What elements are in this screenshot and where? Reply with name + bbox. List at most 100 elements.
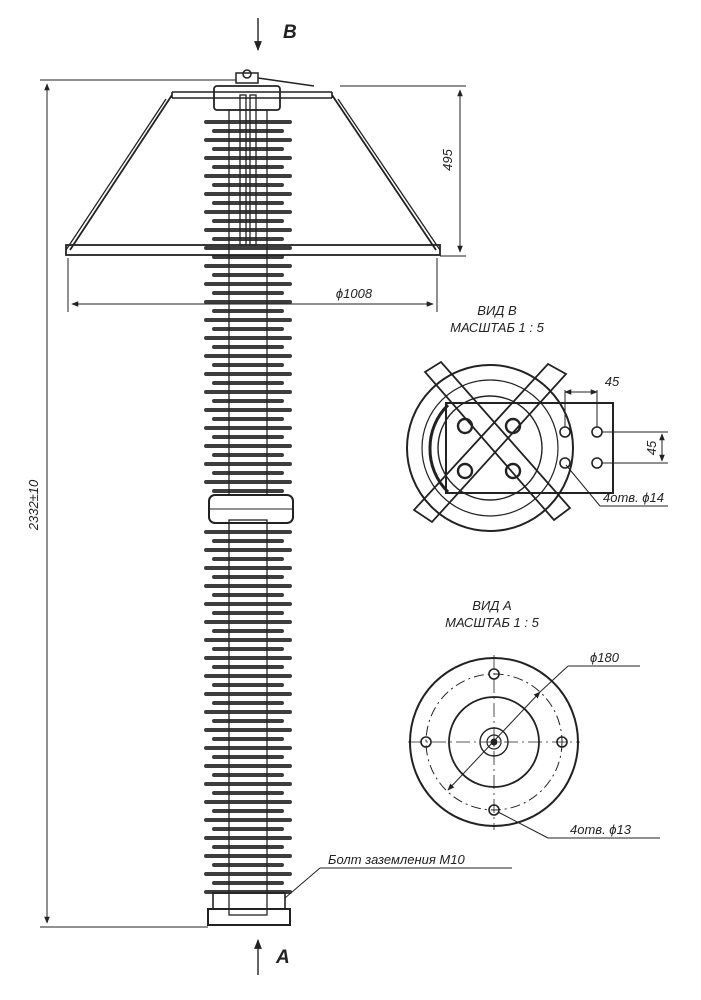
insulator-shed [212, 453, 284, 457]
ring-height-dimension: 495 [440, 148, 455, 170]
insulator-shed [204, 728, 292, 732]
insulator-shed [204, 174, 292, 178]
view-a: ВИД А МАСШТАБ 1 : 5 ϕ180 4отв. ϕ13 [408, 598, 660, 839]
insulator-shed [212, 435, 284, 439]
view-b-title: ВИД В [477, 303, 517, 318]
insulator-shed [212, 345, 284, 349]
insulator-shed [212, 755, 284, 759]
insulator-shed [212, 471, 284, 475]
insulator-shed [204, 426, 292, 430]
insulator-shed [212, 183, 284, 187]
insulator-shed [212, 291, 284, 295]
insulator-shed [212, 381, 284, 385]
insulator-shed [204, 746, 292, 750]
insulator-shed [204, 480, 292, 484]
insulator-shed [212, 489, 284, 493]
view-b-dim-h: 45 [605, 374, 620, 389]
insulator-shed [212, 773, 284, 777]
insulator-shed [212, 219, 284, 223]
insulator-shed [212, 363, 284, 367]
insulator-shed [204, 548, 292, 552]
height-dimension: 2332±10 [26, 479, 41, 531]
insulator-shed [212, 881, 284, 885]
insulator-shed [204, 602, 292, 606]
insulator-shed [204, 390, 292, 394]
insulator-shed [212, 129, 284, 133]
insulator-shed [212, 309, 284, 313]
insulator-shed [204, 192, 292, 196]
insulator-shed [204, 444, 292, 448]
insulator-shed [204, 120, 292, 124]
insulator-shed [212, 647, 284, 651]
arrester-side-view: B A 2332±10 495 ϕ1008 Болт заземления М1… [26, 18, 512, 975]
insulator-shed [204, 638, 292, 642]
insulator-shed [212, 557, 284, 561]
insulator-shed [204, 710, 292, 714]
insulator-sheds [204, 120, 292, 894]
view-b-scale: МАСШТАБ 1 : 5 [450, 320, 544, 335]
insulator-shed [204, 354, 292, 358]
insulator-shed [212, 255, 284, 259]
grading-ring [65, 91, 441, 256]
insulator-shed [204, 318, 292, 322]
insulator-shed [204, 836, 292, 840]
insulator-shed [204, 210, 292, 214]
insulator-shed [204, 228, 292, 232]
insulator-shed [204, 872, 292, 876]
mounting-plate [445, 402, 614, 494]
view-a-letter: A [275, 947, 290, 968]
insulator-shed [212, 845, 284, 849]
insulator-shed [212, 629, 284, 633]
insulator-shed [212, 147, 284, 151]
insulator-shed [212, 593, 284, 597]
insulator-shed [204, 300, 292, 304]
view-a-title: ВИД А [472, 598, 511, 613]
insulator-shed [204, 372, 292, 376]
insulator-shed [212, 201, 284, 205]
view-b-dim-v: 45 [644, 440, 659, 455]
insulator-shed [212, 417, 284, 421]
insulator-shed [204, 620, 292, 624]
insulator-shed [212, 665, 284, 669]
insulator-shed [204, 156, 292, 160]
insulator-shed [212, 327, 284, 331]
insulator-shed [204, 656, 292, 660]
insulator-shed [204, 854, 292, 858]
insulator-shed [204, 462, 292, 466]
insulator-shed [204, 408, 292, 412]
view-a-holes-label: 4отв. ϕ13 [570, 822, 632, 837]
insulator-shed [212, 719, 284, 723]
view-a-scale: МАСШТАБ 1 : 5 [445, 615, 539, 630]
insulator-shed [212, 863, 284, 867]
insulator-shed [212, 827, 284, 831]
insulator-shed [204, 336, 292, 340]
insulator-shed [204, 800, 292, 804]
insulator-shed [204, 818, 292, 822]
view-b: ВИД В МАСШТАБ 1 : 5 45 [406, 303, 668, 532]
insulator-shed [204, 692, 292, 696]
insulator-shed [212, 809, 284, 813]
insulator-shed [212, 539, 284, 543]
insulator-shed [212, 683, 284, 687]
insulator-shed [212, 737, 284, 741]
insulator-shed [204, 782, 292, 786]
view-a-diameter-label: ϕ180 [590, 650, 620, 665]
insulator-shed [204, 138, 292, 142]
insulator-shed [204, 674, 292, 678]
insulator-shed [204, 282, 292, 286]
ring-diameter-dimension: ϕ1008 [336, 286, 373, 301]
insulator-shed [212, 575, 284, 579]
insulator-shed [212, 273, 284, 277]
insulator-shed [204, 584, 292, 588]
insulator-shed [204, 264, 292, 268]
insulator-shed [212, 237, 284, 241]
insulator-shed [204, 566, 292, 570]
insulator-shed [204, 530, 292, 534]
view-b-letter: B [283, 22, 297, 43]
insulator-shed [204, 246, 292, 250]
insulator-shed [212, 791, 284, 795]
insulator-shed [212, 701, 284, 705]
insulator-shed [212, 165, 284, 169]
base-flange [207, 908, 291, 926]
